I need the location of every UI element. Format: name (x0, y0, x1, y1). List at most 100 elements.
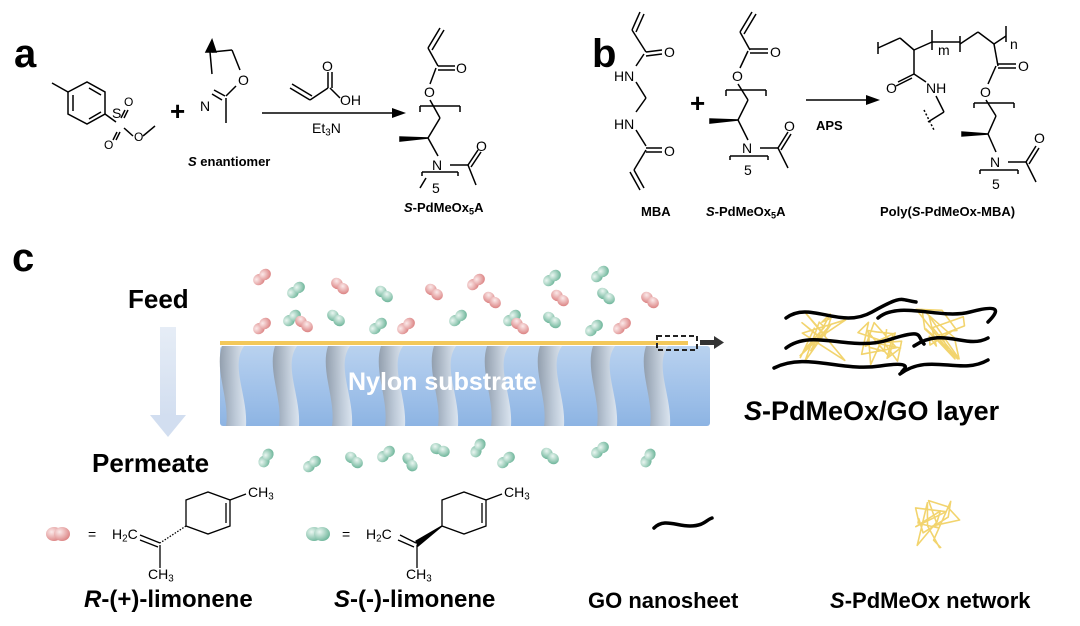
r-limonene-molecule (511, 317, 529, 335)
atom-hn1: HN (614, 68, 635, 84)
s-limonene-molecule (597, 287, 615, 305)
atom-hn2: HN (614, 116, 635, 132)
s-limonene-molecule (402, 452, 418, 472)
acrylic-acid-structure (289, 72, 341, 101)
atom-o-p2: O (1018, 58, 1029, 74)
go-nanosheet-icon (652, 516, 714, 530)
s-limonene-molecule (327, 309, 345, 327)
oxazoline-structure (204, 38, 241, 123)
s-limonene-molecule (303, 455, 321, 473)
s-limonene-molecule (591, 441, 609, 459)
panel-label-c: c (12, 236, 35, 280)
atom-o-prod: O (456, 60, 467, 76)
s-limonene-molecule (258, 448, 274, 468)
legend-go-nanosheet: GO nanosheet (588, 588, 739, 613)
arrowhead-b (866, 95, 880, 105)
atom-o-mba2: O (664, 143, 675, 159)
atom-o-p3: O (980, 84, 991, 100)
ch3-s1: CH3 (504, 484, 530, 503)
s-limonene-molecule (591, 265, 609, 283)
reagent-top: OH (340, 92, 361, 108)
s-limonene-molecule (283, 309, 301, 327)
equals-s: = (342, 526, 351, 542)
atom-o-acid: O (322, 58, 333, 74)
atom-o-p4: O (1034, 130, 1045, 146)
substrate-pore (219, 346, 247, 426)
r-limonene-molecule (551, 289, 569, 307)
r-limonene-structure (139, 491, 247, 568)
s-limonene-molecule (497, 451, 515, 469)
atom-o-p1: O (886, 80, 897, 96)
atom-n-b: N (742, 140, 753, 156)
atom-n-prod: N (432, 157, 443, 173)
substrate-label: Nylon substrate (348, 368, 537, 396)
zoom-region-box (656, 335, 698, 351)
repeat-count-poly: 5 (992, 176, 1000, 192)
repeat-count-b: 5 (744, 162, 752, 178)
pdmeox-network-icon (914, 499, 961, 549)
composite-layer-illustration (772, 297, 998, 376)
permeate-label: Permeate (92, 448, 210, 478)
s-limonene-molecule (375, 285, 393, 303)
atom-s: S (112, 105, 122, 121)
ch3-s2: CH3 (406, 566, 432, 585)
panel-label-b: b (592, 32, 617, 76)
s-limonene-molecule (585, 319, 603, 337)
substrate-pore (537, 346, 565, 426)
substrate-pore (272, 346, 300, 426)
h2c-r: H2C (112, 526, 138, 545)
s-limonene-molecule (345, 451, 363, 469)
oxazoline-caption: S enantiomer (188, 154, 271, 169)
atom-o-mba1: O (664, 44, 675, 60)
s-limonene-molecule (449, 309, 467, 327)
r-limonene-molecule (483, 291, 501, 309)
substrate-pore (590, 346, 618, 426)
repeat-n: n (1010, 36, 1018, 52)
atom-n: N (200, 98, 211, 114)
s-limonene-molecule (541, 447, 559, 465)
plus-sign-a: + (170, 96, 186, 126)
atom-o2: O (104, 138, 114, 152)
r-limonene-molecule (295, 315, 313, 333)
r-limonene-molecule (613, 317, 631, 335)
atom-o1: O (124, 95, 134, 109)
s-limonene-molecule (287, 281, 305, 299)
mba-caption: MBA (641, 204, 671, 219)
s-limonene-molecule (640, 448, 656, 468)
atom-o-ester: O (424, 84, 435, 100)
poly-caption: Poly(S-PdMeOx-MBA) (880, 204, 1016, 219)
s-limonene-molecule (470, 438, 486, 458)
r-limonene-molecule (397, 317, 415, 335)
repeat-m: m (938, 42, 950, 58)
legend-r-limonene: R-(+)-limonene (84, 586, 253, 613)
product-caption-a: S-PdMeOx5A (404, 200, 484, 217)
atom-nh: NH (926, 80, 947, 96)
legend-icons (46, 499, 961, 549)
panel-label-a: a (14, 32, 37, 76)
flow-direction-arrow (150, 327, 186, 437)
r-limonene-molecule (331, 277, 349, 295)
zoom-arrow (714, 336, 724, 349)
mba-structure (629, 11, 663, 191)
s-limonene-molecule (369, 317, 387, 335)
pdmeox-caption-b: S-PdMeOx5A (706, 204, 786, 221)
s-limonene-molecule (377, 445, 395, 463)
r-limonene-molecule (641, 291, 659, 309)
r-limonene-molecule (253, 317, 271, 335)
atom-o-b3: O (784, 118, 795, 134)
s-limonene-molecule (543, 311, 561, 329)
feed-label: Feed (128, 284, 189, 314)
h2c-s: H2C (366, 526, 392, 545)
atom-o-b1: O (770, 44, 781, 60)
atom-o: O (238, 72, 249, 88)
plus-sign-b: + (690, 88, 706, 118)
s-limonene-molecule (430, 443, 450, 457)
layer-caption: S-PdMeOx/GO layer (744, 396, 1000, 426)
reagent-bottom: Et3N (312, 120, 341, 139)
arrowhead-a (392, 108, 406, 118)
selective-layer (220, 341, 688, 345)
reagent-aps: APS (816, 118, 843, 133)
legend-s-limonene: S-(-)-limonene (334, 586, 496, 613)
atom-o3: O (134, 130, 144, 144)
r-limonene-molecule (425, 283, 443, 301)
